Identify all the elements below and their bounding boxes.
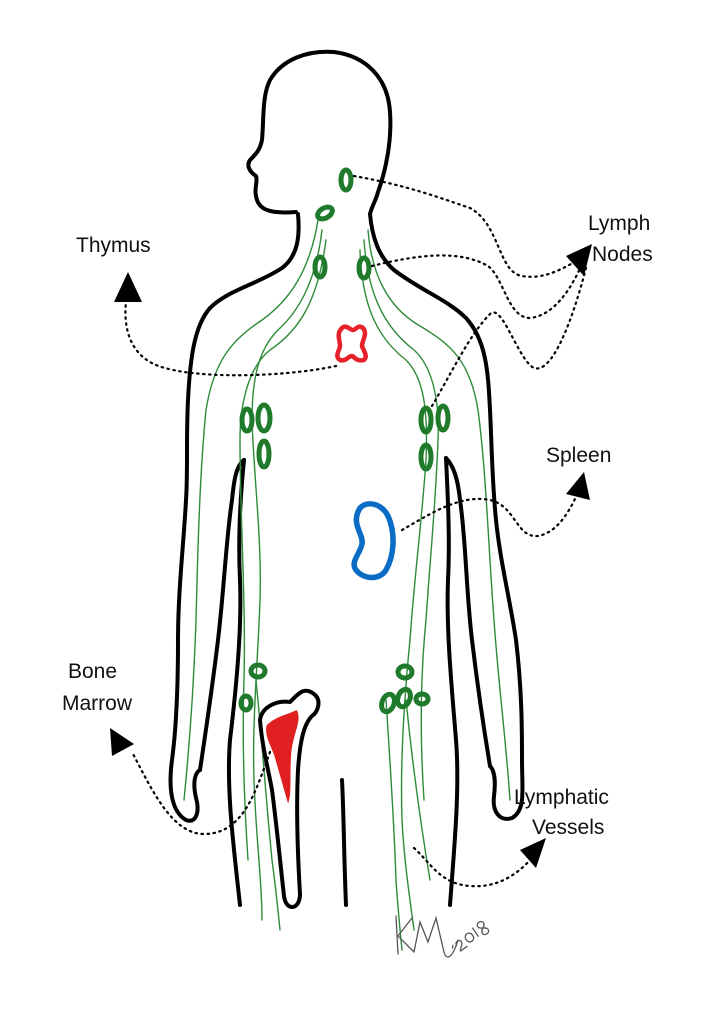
leader-lymph-node-neck	[352, 174, 580, 278]
right-arm-inner	[444, 456, 492, 768]
label-bone-marrow-line1: Bone	[68, 660, 117, 683]
lymph-node-neck-left-2	[312, 254, 328, 280]
artist-signature	[395, 915, 490, 958]
lymph-node-axilla-left-2	[255, 402, 273, 434]
lymph-node-groin-right-1	[395, 663, 415, 681]
bone-marrow-fill	[266, 709, 299, 804]
femur-outline	[258, 688, 321, 909]
spleen-organ	[351, 501, 396, 581]
leader-lymph-node-neck-right	[370, 254, 584, 320]
lymph-node-neck-top	[338, 167, 354, 193]
lymph-node-axilla-left-1	[239, 406, 255, 434]
femur-bone	[258, 688, 321, 909]
leader-thymus	[124, 300, 338, 377]
vessel-right-trunk-1	[363, 239, 439, 801]
thymus-organ	[335, 324, 368, 363]
labels: Thymus Lymph Nodes Spleen Bone Marrow Ly…	[62, 212, 653, 839]
lymph-node-neck-right	[356, 255, 372, 281]
arrowheads	[110, 244, 592, 868]
thymus-arrowhead	[114, 272, 142, 302]
lymph-node-groin-left-2	[238, 693, 254, 713]
left-arm-outer	[168, 212, 301, 823]
bone-marrow-arrowhead	[110, 728, 134, 756]
label-spleen: Spleen	[546, 444, 611, 467]
left-arm-inner	[198, 458, 246, 772]
leader-lymphatic-vessels	[412, 846, 534, 888]
lymph-node-axilla-right-3	[418, 442, 434, 472]
lymph-node-groin-left-1	[248, 662, 268, 680]
leader-spleen	[400, 486, 582, 538]
signature-year	[451, 920, 490, 952]
lymph-node-axilla-right-1	[418, 405, 434, 435]
label-lymphatic-vessels-line1: Lymphatic	[514, 786, 609, 809]
leader-bone-marrow	[130, 750, 272, 836]
vessel-left-arm	[183, 219, 319, 801]
lymph-node-groin-right-2	[379, 691, 397, 715]
label-lymph-nodes-line2: Nodes	[592, 243, 653, 266]
spleen-arrowhead	[566, 472, 590, 500]
vessel-left-trunk-2	[239, 239, 327, 861]
label-thymus: Thymus	[76, 234, 151, 257]
right-arm-outer	[368, 212, 525, 821]
head-outline	[246, 49, 393, 216]
signature-m	[413, 915, 459, 958]
lymph-node-axilla-left-3	[256, 438, 272, 470]
lymph-nodes	[238, 167, 451, 715]
lymph-node-neck-left	[315, 204, 335, 222]
lymph-nodes-arrowhead	[566, 244, 592, 276]
lymphatic-vessels-arrowhead	[520, 838, 546, 868]
vessel-left-trunk-1	[251, 229, 323, 921]
label-lymphatic-vessels-line2: Vessels	[532, 816, 604, 839]
vessel-right-arm	[367, 229, 511, 801]
lymph-node-axilla-right-2	[435, 403, 451, 433]
right-torso	[444, 456, 460, 907]
left-leg-inner	[340, 778, 348, 907]
lymph-node-groin-right-3	[395, 686, 413, 710]
label-lymph-nodes-line1: Lymph	[588, 212, 650, 235]
vessel-right-leg	[385, 699, 403, 951]
signature-k	[395, 915, 415, 955]
leader-lines	[124, 174, 588, 888]
body-outline	[168, 49, 525, 907]
lymphatic-vessels	[183, 219, 511, 951]
lymph-node-groin-right-4	[413, 691, 431, 707]
label-bone-marrow-line2: Marrow	[62, 692, 133, 715]
vessel-right-trunk-2	[359, 249, 428, 931]
vessel-right-leg-2	[405, 699, 431, 881]
leader-lymph-node-axilla	[430, 266, 588, 408]
